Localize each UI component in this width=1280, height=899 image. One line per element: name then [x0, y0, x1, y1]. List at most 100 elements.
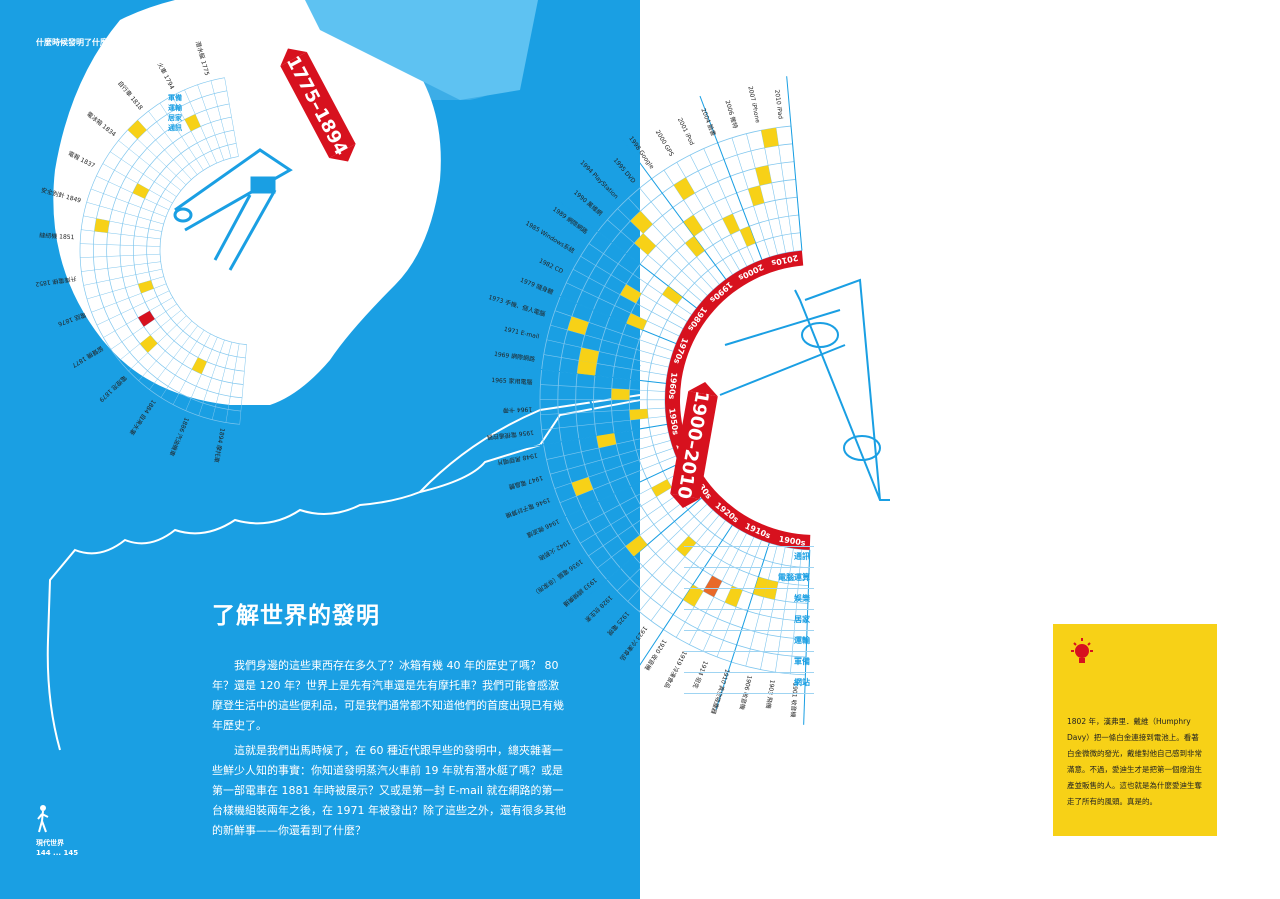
invention-label: 1994 PlayStation — [578, 159, 619, 200]
tip-text: 1802 年，漢弗里．戴維（Humphry Davy）把一條白金連接到電池上。看… — [1067, 717, 1202, 806]
grid-spoke — [790, 549, 802, 674]
grid-ring — [539, 125, 806, 676]
left-invention-cell — [127, 120, 147, 140]
tip-box: 1802 年，漢弗里．戴維（Humphry Davy）把一條白金連接到電池上。看… — [1053, 624, 1217, 836]
left-grid-spoke — [197, 84, 225, 161]
left-highlight-cell — [138, 310, 155, 327]
article-heading: 了解世界的發明 — [212, 603, 380, 629]
left-grid-spoke — [239, 344, 247, 425]
article-paragraph-1: 我們身邊的這些東西存在多久了？冰箱有幾 40 年的歷史了嗎？ 80 年？還是 1… — [212, 659, 564, 732]
invention-cell — [611, 388, 630, 400]
left-invention-label: 電話 1876 — [57, 311, 87, 329]
invention-cell — [596, 433, 617, 448]
invention-label: 2004 臉書 — [699, 107, 717, 137]
invention-label: 1973 手機、個人電腦 — [488, 293, 547, 318]
decade-divider — [494, 423, 668, 454]
invention-cell — [748, 185, 765, 206]
left-invention-label: 縫紉機 1851 — [39, 231, 75, 241]
grid-spoke — [616, 503, 708, 592]
invention-label: 1901 收音機 — [789, 682, 800, 718]
right-cord-2 — [539, 444, 640, 471]
left-grid-spoke — [96, 290, 170, 326]
invention-cell — [739, 226, 756, 247]
left-invention-cell — [94, 218, 110, 233]
invention-label: 2006 推特 — [723, 99, 739, 129]
invention-label: 1964 卡帶 — [503, 405, 532, 414]
lightbulb-icon — [1071, 638, 1093, 663]
invention-label: 2007 iPhone — [746, 86, 761, 124]
invention-label: 1982 CD — [538, 257, 565, 275]
grid-ring — [628, 214, 809, 587]
grid-spoke — [689, 154, 748, 267]
left-grid-spoke — [81, 261, 161, 272]
walking-person-icon — [37, 805, 49, 833]
left-grid-spoke — [80, 253, 161, 258]
article-paragraph-2: 這就是我們出馬時候了，在 60 種近代跟早些的發明中，總夾雜著一些鮮少人知的事實… — [212, 744, 566, 837]
left-legend-item: 居家 — [168, 113, 183, 122]
left-grid-spoke — [110, 151, 177, 197]
lightbulb-illustration — [53, 0, 538, 405]
right-filament-icon — [719, 278, 890, 501]
invention-label: 1946 微波爐 — [525, 517, 560, 539]
invention-label: 2001 iPod — [676, 117, 695, 147]
invention-label: 1947 電晶體 — [508, 474, 544, 491]
footer-pages: 144 ... 145 — [36, 849, 79, 857]
invention-cell — [626, 313, 648, 331]
decade-label: 1900s — [778, 535, 806, 548]
left-grid-spoke — [81, 229, 161, 240]
invention-cell — [763, 579, 779, 600]
left-grid-spoke — [159, 102, 204, 171]
grid-spoke — [572, 269, 684, 329]
invention-cell — [683, 584, 704, 607]
right-cord — [588, 364, 641, 432]
decade-divider — [513, 277, 677, 345]
invention-label: 1942 火箭砲 — [537, 538, 572, 562]
decade-divider — [520, 463, 680, 539]
invention-label: 1995 DVD — [612, 157, 637, 185]
footer-section: 現代世界 — [36, 839, 64, 847]
left-grid-spoke — [96, 175, 170, 211]
highlight-cell — [703, 575, 723, 598]
left-grid-spoke — [148, 111, 198, 175]
invention-label: 1990 萬維網 — [572, 188, 604, 217]
grid-spoke — [588, 243, 692, 315]
invention-cell — [724, 585, 743, 607]
left-invention-cell — [138, 280, 154, 294]
bulb-base — [305, 0, 538, 100]
invention-cell — [722, 213, 740, 235]
left-invention-cell — [191, 357, 207, 374]
invention-cell — [673, 177, 695, 201]
grid-ring — [646, 232, 810, 569]
grid-spoke — [543, 354, 668, 376]
left-legend-item: 通訊 — [168, 123, 182, 132]
left-invention-cell — [184, 114, 201, 132]
invention-cell — [761, 127, 779, 148]
category-home: 居家 — [684, 610, 814, 631]
invention-cell — [630, 211, 653, 234]
invention-label: 1969 網際網路 — [494, 350, 536, 364]
invention-label: 2000 GPS — [654, 129, 675, 158]
left-invention-label: 電燈泡 1879 — [97, 374, 128, 404]
invention-cell — [634, 233, 657, 255]
grid-spoke — [760, 130, 786, 253]
category-military: 軍備 — [684, 652, 814, 673]
invention-cell — [620, 284, 642, 304]
footer: 現代世界 144 ... 145 — [36, 838, 78, 858]
grid-spoke — [775, 127, 795, 252]
left-grid-spoke — [83, 215, 162, 232]
invention-cell — [755, 165, 772, 186]
left-grid-spoke — [149, 325, 198, 390]
bulb-filament — [173, 148, 293, 271]
left-invention-label: 1884 自來水筆 — [128, 398, 158, 436]
left-grid-spoke — [224, 77, 239, 157]
grid-spoke — [572, 470, 683, 531]
invention-cell — [567, 316, 589, 335]
left-invention-label: 1894 摩托車 — [212, 427, 227, 463]
invention-label: 1928 抗生素 — [583, 594, 614, 624]
category-entertainment: 娛樂 — [684, 589, 814, 610]
invention-cell — [662, 286, 683, 305]
category-transport: 運輸 — [684, 631, 814, 652]
left-invention-cell — [132, 183, 150, 199]
left-legend-item: 運輸 — [168, 103, 183, 112]
